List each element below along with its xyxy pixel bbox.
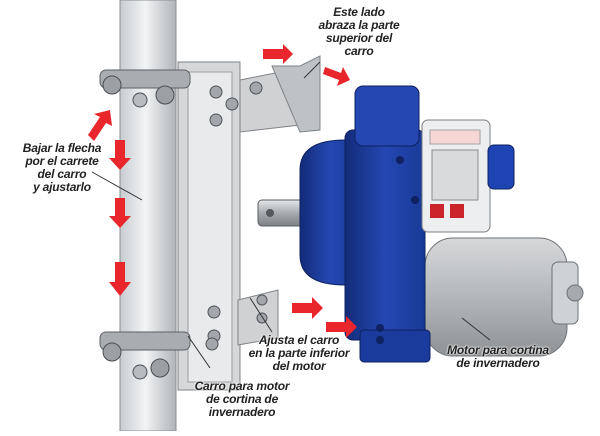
label-left-line-4: y ajustarlo (33, 180, 91, 194)
label-bottom-left-line-2: de cortina de (205, 392, 279, 406)
label-top: Este lado abraza la parte superior del c… (294, 6, 424, 58)
label-bottom-right-line-2: de invernadero (456, 356, 540, 370)
label-top-line-3: superior del (325, 31, 393, 45)
bottom-pipe-clamp (99, 331, 191, 380)
label-bottom-center-line-1: Ajusta el carro (258, 333, 340, 347)
label-left-line-2: por el carrete (25, 154, 99, 168)
arrow-up-diagonal (88, 110, 112, 141)
arrow-right-top-2 (323, 67, 350, 86)
label-top-line-2: abraza la parte (318, 18, 400, 32)
leader-left (91, 171, 143, 201)
arrow-right-bottom-2 (326, 316, 357, 338)
arrow-right-top-1 (263, 44, 293, 64)
arrow-right-bottom-1 (292, 297, 323, 319)
blue-gearbox (299, 85, 431, 363)
leader-bottom-left (187, 335, 211, 369)
label-left-line-1: Bajar la flecha (22, 141, 102, 155)
label-bottom-center: Ajusta el carro en la parte inferior del… (238, 334, 360, 373)
label-bottom-center-line-3: del motor (272, 359, 326, 373)
label-top-line-4: carro (344, 44, 374, 58)
arrow-down-3 (109, 262, 131, 296)
limit-switch-box (421, 119, 515, 233)
label-bottom-left: Carro para motor de cortina de invernade… (186, 380, 298, 419)
label-bottom-right: Motor para cortina de invernadero (434, 344, 562, 370)
label-bottom-left-line-3: invernadero (208, 405, 276, 419)
leader-top (303, 61, 321, 79)
label-left: Bajar la flecha por el carrete del carro… (12, 142, 112, 194)
arrow-down-2 (109, 198, 131, 228)
red-arrows (88, 44, 357, 338)
label-left-line-3: del carro (37, 167, 87, 181)
leader-lines (91, 61, 491, 369)
top-pipe-clamp (99, 69, 191, 108)
label-bottom-left-line-1: Carro para motor (194, 379, 290, 393)
leader-bottom-center (249, 297, 273, 333)
leader-bottom-right (461, 317, 491, 341)
bracket-bolts (205, 81, 268, 351)
label-top-line-1: Este lado (333, 5, 385, 19)
gray-motor-housing (424, 237, 584, 357)
arrow-down-1 (109, 140, 131, 170)
label-bottom-right-line-1: Motor para cortina (447, 343, 549, 357)
label-bottom-center-line-2: en la parte inferior (248, 346, 350, 360)
